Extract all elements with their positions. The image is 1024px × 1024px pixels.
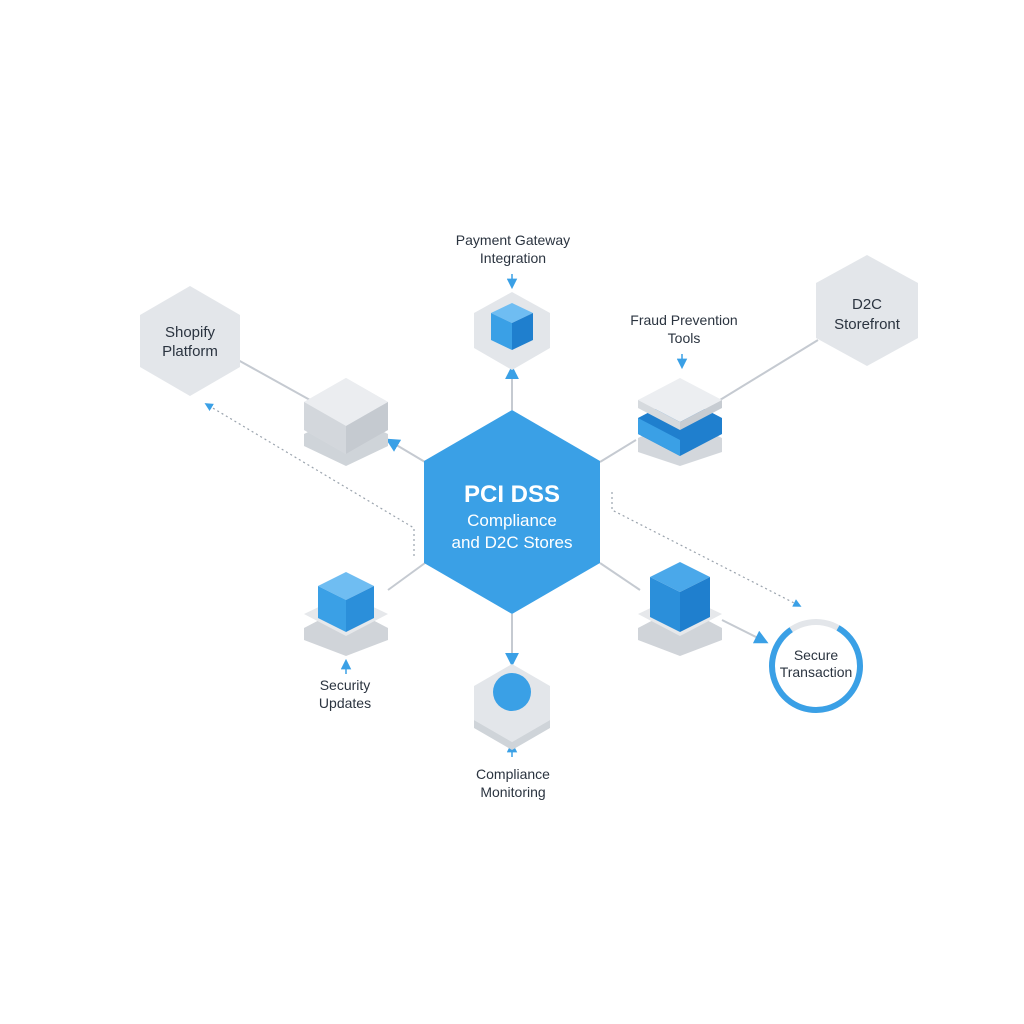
dotted-path-center-secure (611, 492, 802, 607)
central-hub[interactable]: PCI DSS Compliance and D2C Stores (424, 410, 600, 614)
connector-storefront-stack (719, 339, 819, 401)
compliance-monitoring-label-line1: Compliance (476, 766, 550, 782)
connector-center-lower-left (387, 562, 426, 591)
fraud-prevention-label: Fraud Prevention Tools (630, 312, 737, 346)
compliance-monitoring-icon (493, 673, 531, 711)
connector-shopify-stack (237, 359, 311, 401)
central-title: PCI DSS (464, 481, 560, 508)
shopify-hexagon (140, 286, 240, 396)
connector-center-lower-right (599, 562, 641, 591)
shopify-label-line2: Platform (162, 343, 218, 360)
d2c-storefront-node[interactable]: D2C Storefront (816, 255, 918, 366)
storefront-label-line2: Storefront (834, 316, 901, 333)
payment-gateway-block[interactable] (474, 292, 550, 370)
connector-cube-secure (721, 619, 769, 644)
security-updates-label-line1: Security (320, 677, 371, 693)
compliance-monitoring-label-line2: Monitoring (480, 784, 545, 800)
payment-gateway-label-line2: Integration (480, 250, 546, 266)
compliance-monitoring-block[interactable] (474, 664, 550, 750)
connectors (237, 339, 819, 667)
security-updates-label-line2: Updates (319, 695, 371, 711)
payment-gateway-cube-left (491, 313, 512, 350)
connector-center-upper-left (385, 438, 426, 463)
payment-gateway-label-line1: Payment Gateway (456, 232, 570, 248)
central-subtitle-line1: Compliance (467, 511, 557, 530)
fraud-prevention-label-line2: Tools (668, 330, 701, 346)
security-updates-block[interactable] (304, 572, 388, 656)
compliance-monitoring-label: Compliance Monitoring (476, 766, 550, 800)
storefront-label-line1: D2C (852, 296, 882, 313)
secure-transaction-line1: Secure (794, 647, 839, 663)
security-updates-label: Security Updates (319, 677, 371, 711)
central-subtitle-line2: and D2C Stores (452, 533, 573, 552)
connector-center-upper-right (599, 439, 637, 463)
storefront-hexagon (816, 255, 918, 366)
fraud-prevention-label-line1: Fraud Prevention (630, 312, 737, 328)
central-hexagon (424, 410, 600, 614)
payment-gateway-label: Payment Gateway Integration (456, 232, 570, 266)
transaction-cube-block[interactable] (638, 562, 722, 656)
secure-transaction-node[interactable]: Secure Transaction (756, 606, 876, 726)
shopify-platform-node[interactable]: Shopify Platform (140, 286, 240, 396)
payment-gateway-cube-right (512, 313, 533, 350)
shopify-label-line1: Shopify (165, 324, 216, 341)
fraud-prevention-stack[interactable] (638, 378, 722, 466)
dotted-paths (204, 403, 802, 607)
secure-transaction-progress-ring (769, 619, 863, 713)
gray-stack-upper-left (304, 378, 388, 466)
secure-transaction-line2: Transaction (780, 664, 853, 680)
